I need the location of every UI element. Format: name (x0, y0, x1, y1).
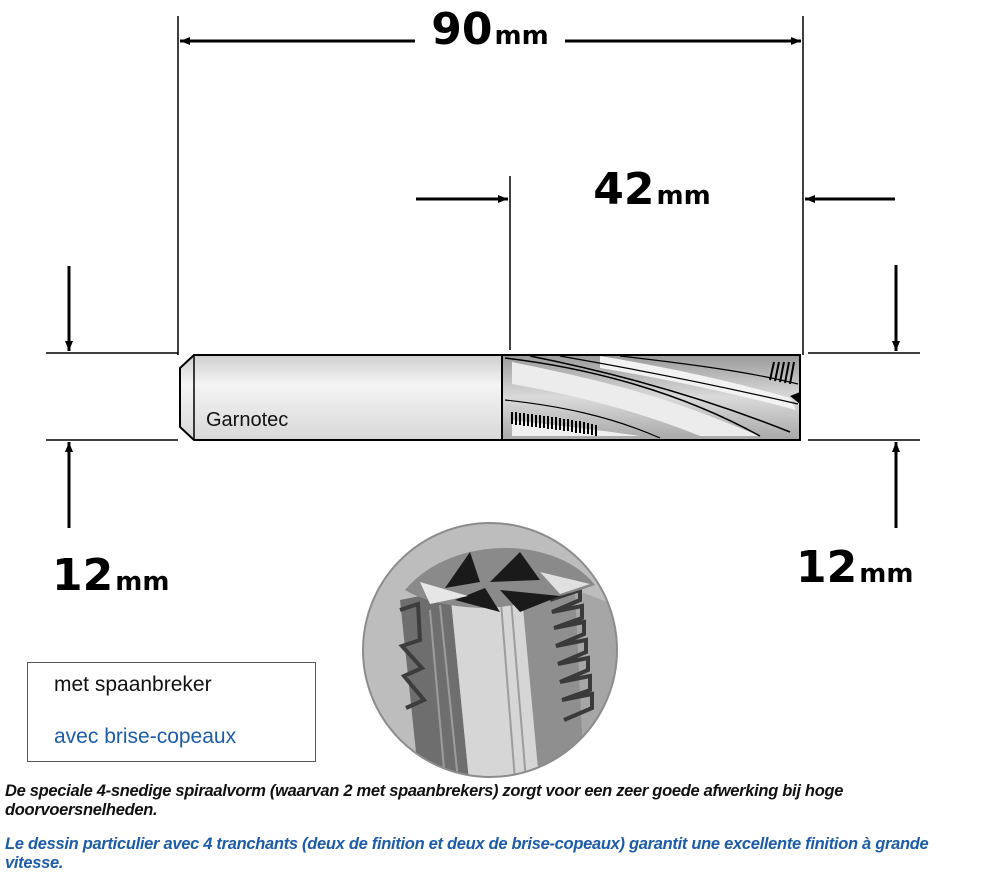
legend-label-dutch: met spaanbreker (54, 673, 212, 696)
legend-label-french: avec brise-copeaux (54, 725, 237, 748)
description-dutch: De speciale 4-snedige spiraalvorm (waarv… (5, 782, 844, 819)
dim-cutting-diameter: 12mm (796, 265, 920, 593)
dim-shank-diameter-label: 12mm (52, 550, 169, 601)
dim-total-length-label: 90mm (431, 4, 548, 55)
legend-box: met spaanbreker avec brise-copeaux (27, 662, 316, 762)
dim-shank-diameter: 12mm (46, 266, 178, 601)
brand-label: Garnotec (206, 409, 288, 431)
dim-cutting-length-label: 42mm (593, 164, 710, 215)
description-french: Le dessin particulier avec 4 tranchants … (5, 835, 929, 872)
dim-cutting-diameter-label: 12mm (796, 542, 913, 593)
dim-cutting-length: 42mm (416, 164, 895, 350)
drill-bit: Garnotec (179, 354, 801, 441)
cutter-closeup-photo (362, 522, 618, 778)
chipbreaker-serrations (511, 361, 795, 436)
dim-total-length: 90mm (177, 4, 804, 355)
